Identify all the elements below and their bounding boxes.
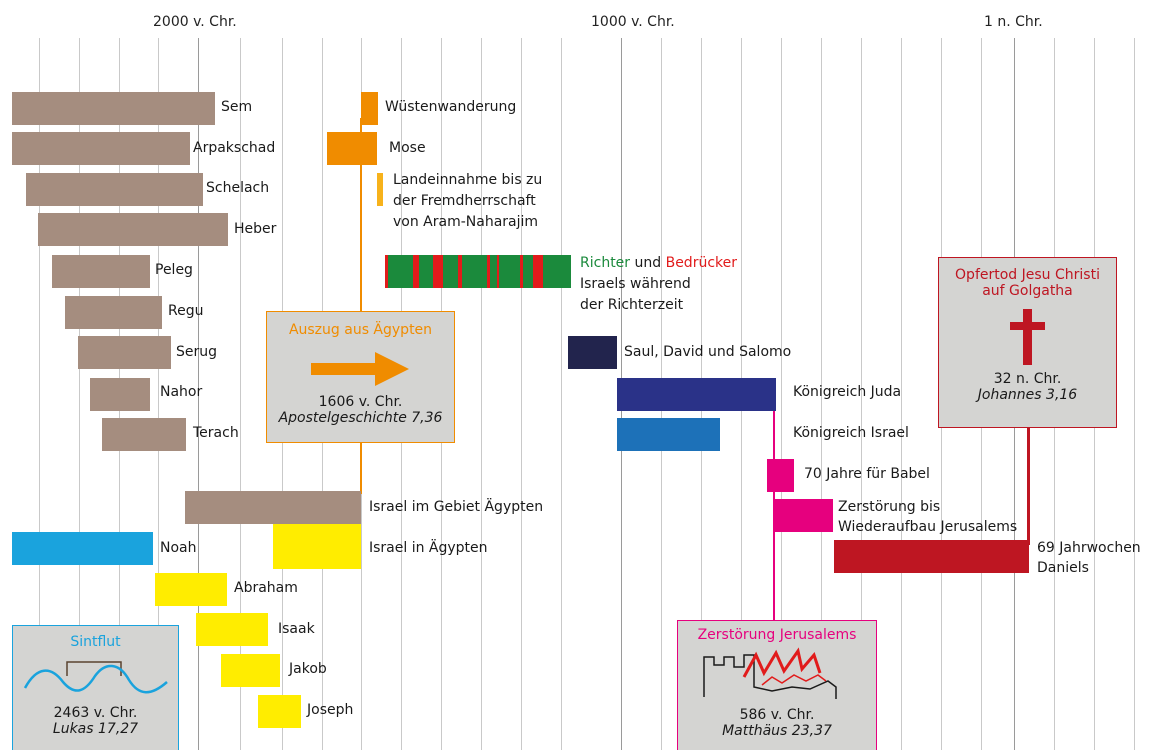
bar-terach	[102, 418, 186, 451]
label-zerstoerung-1: Zerstörung bis	[838, 499, 941, 515]
label-schelach: Schelach	[206, 180, 270, 196]
flood-date: 2463 v. Chr.	[53, 705, 138, 721]
bar-koenigreich-israel	[617, 418, 720, 451]
label-saul-david-salomo: Saul, David und Salomo	[624, 344, 792, 360]
label-arpakschad: Arpakschad	[193, 140, 276, 156]
bar-nahor	[90, 378, 150, 411]
label-70-jahre-babel: 70 Jahre für Babel	[804, 466, 930, 482]
bar-mose	[327, 132, 377, 165]
label-nahor: Nahor	[160, 384, 203, 400]
bar-heber	[38, 213, 228, 246]
label-koenigreich-israel: Königreich Israel	[793, 425, 909, 441]
bar-landnahme	[377, 173, 383, 206]
bar-serug	[78, 336, 171, 369]
label-sem: Sem	[221, 99, 253, 115]
exodus-box: Auszug aus Ägypten 1606 v. Chr. Apostelg…	[266, 311, 455, 443]
jerusalem-title: Zerstörung Jerusalems	[697, 627, 857, 643]
bar-noah	[12, 532, 153, 565]
label-peleg: Peleg	[155, 262, 193, 278]
label-richter-2: Israels während	[580, 276, 691, 292]
label-richter-word: Richter	[580, 255, 631, 271]
label-koenigreich-juda: Königreich Juda	[793, 384, 902, 400]
label-isaak: Isaak	[278, 621, 315, 637]
bar-zerstoerung-wiederaufbau	[775, 499, 833, 532]
label-wuestenwanderung: Wüstenwanderung	[385, 99, 517, 115]
bar-schelach	[26, 173, 203, 206]
flood-ref: Lukas 17,27	[52, 721, 139, 737]
label-heber: Heber	[234, 221, 277, 237]
label-landnahme-2: der Fremdherrschaft	[393, 193, 536, 209]
label-israel-gebiet-aegypten: Israel im Gebiet Ägypten	[369, 499, 544, 515]
label-richter-1: Richter und Bedrücker	[580, 253, 737, 273]
cross-icon	[1009, 309, 1045, 365]
bar-joseph	[258, 695, 301, 728]
bar-peleg	[52, 255, 150, 288]
bar-koenigreich-juda	[617, 378, 776, 411]
axis-label-1000bc: 1000 v. Chr.	[591, 14, 675, 30]
cross-box: Opfertod Jesu Christi auf Golgatha 32 n.…	[938, 257, 1117, 428]
jerusalem-box: Zerstörung Jerusalems 586 v. Chr. Matthä…	[677, 620, 877, 750]
bar-isaak	[196, 613, 268, 646]
label-jahrwochen-2: Daniels	[1037, 560, 1089, 576]
arrow-right-icon	[310, 352, 409, 386]
exodus-title: Auszug aus Ägypten	[288, 322, 433, 338]
label-jakob: Jakob	[289, 661, 327, 677]
cross-title-1: Opfertod Jesu Christi	[955, 267, 1100, 283]
label-bedruecker-word: Bedrücker	[665, 255, 738, 271]
ruined-city-icon	[703, 647, 837, 699]
label-mose: Mose	[389, 140, 426, 156]
magenta-connector-line	[773, 380, 775, 620]
bar-regu	[65, 296, 162, 329]
bar-richter-bedruecker	[385, 255, 571, 288]
label-serug: Serug	[176, 344, 218, 360]
axis-label-2000bc: 2000 v. Chr.	[153, 14, 237, 30]
bar-arpakschad	[12, 132, 190, 165]
jerusalem-date: 586 v. Chr.	[739, 707, 815, 723]
orange-connector-line	[360, 118, 362, 494]
ark-waves-icon	[23, 661, 168, 694]
label-landnahme-3: von Aram-Naharajim	[393, 214, 539, 230]
cross-title-2: auf Golgatha	[982, 283, 1073, 299]
bar-israel-in-aegypten	[273, 524, 361, 569]
axis-label-1ad: 1 n. Chr.	[984, 14, 1043, 30]
cross-ref: Johannes 3,16	[977, 387, 1078, 403]
bar-69-jahrwochen	[834, 540, 1029, 573]
cross-date: 32 n. Chr.	[993, 371, 1062, 387]
bar-saul-david-salomo	[568, 336, 617, 369]
label-zerstoerung-2: Wiederaufbau Jerusalems	[838, 519, 1018, 535]
bar-70-jahre-babel	[767, 459, 794, 492]
exodus-date: 1606 v. Chr.	[318, 394, 403, 410]
bar-israel-gebiet-aegypten	[185, 491, 361, 524]
label-noah: Noah	[160, 540, 197, 556]
label-regu: Regu	[168, 303, 204, 319]
label-landnahme-1: Landeinnahme bis zu	[393, 172, 543, 188]
crimson-connector-line	[1027, 428, 1030, 545]
label-terach: Terach	[193, 425, 239, 441]
label-jahrwochen-1: 69 Jahrwochen	[1037, 540, 1141, 556]
bar-wuestenwanderung	[361, 92, 378, 125]
label-joseph: Joseph	[307, 702, 354, 718]
bar-jakob	[221, 654, 280, 687]
label-abraham: Abraham	[234, 580, 298, 596]
label-richter-3: der Richterzeit	[580, 297, 684, 313]
flood-box: Sintflut 2463 v. Chr. Lukas 17,27	[12, 625, 179, 750]
flood-title: Sintflut	[70, 634, 121, 650]
bar-abraham	[155, 573, 227, 606]
label-und-word: und	[630, 255, 666, 271]
exodus-ref: Apostelgeschichte 7,36	[278, 410, 443, 426]
label-israel-in-aegypten: Israel in Ägypten	[369, 540, 488, 556]
bar-sem	[12, 92, 215, 125]
jerusalem-ref: Matthäus 23,37	[722, 723, 832, 739]
